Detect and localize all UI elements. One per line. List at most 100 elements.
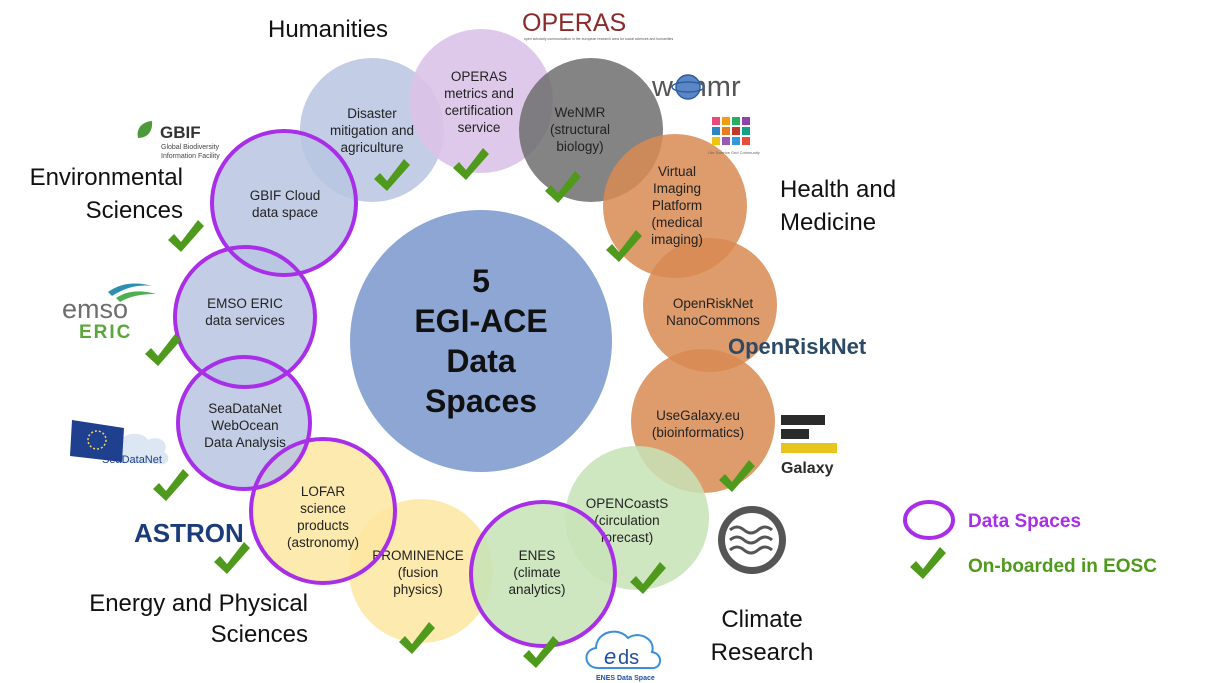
life-science-grid-logo: Life Science Grid Community (708, 117, 760, 155)
domain-health-1: Health and (780, 176, 896, 203)
galaxy-bar-3-icon (781, 443, 837, 453)
vip-label-4: (medical (651, 215, 702, 230)
domain-climate-2: Research (711, 639, 814, 666)
emso-wave2-icon (116, 291, 156, 302)
gbif-circle (212, 131, 356, 275)
opencoasts-label-3: forecast) (601, 530, 654, 545)
emso-wave-icon (108, 283, 152, 296)
emso-ring (173, 245, 317, 389)
astron-logo: ASTRON (134, 518, 244, 548)
lofar-label-3: products (297, 518, 349, 533)
domain-environmental-1: Environmental (30, 164, 183, 191)
disaster-label-3: agriculture (340, 140, 403, 155)
service-labels: Disaster mitigation and agriculture OPER… (204, 69, 760, 597)
operas-logo: OPERAS open scholarly communication in t… (522, 9, 673, 41)
enes-label-1: ENES (519, 548, 556, 563)
center-label: 5 EGI-ACE Data Spaces (414, 263, 547, 419)
openrisknet-label-2: NanoCommons (666, 313, 760, 328)
data-space-rings (173, 129, 617, 648)
emso-label-1: EMSO ERIC (207, 296, 283, 311)
domain-climate-1: Climate (721, 606, 802, 633)
galaxy-logo-text: Galaxy (781, 460, 834, 477)
center-line-3: Data (446, 343, 516, 379)
seadatanet-label-2: WebOcean (211, 418, 278, 433)
vip-label-5: imaging) (651, 232, 703, 247)
operas-logo-text: OPERAS (522, 9, 626, 37)
enes-circle (471, 502, 615, 646)
prominence-label-3: physics) (393, 582, 443, 597)
prominence-label-1: PROMINENCE (372, 548, 464, 563)
emso-logo: emso ERIC (62, 283, 156, 343)
seadatanet-logo-text: SeaDataNet (102, 454, 162, 466)
life-science-grid-text: Life Science Grid Community (708, 150, 760, 155)
seadatanet-label-3: Data Analysis (204, 435, 286, 450)
usegalaxy-label-2: (bioinformatics) (652, 425, 744, 440)
opencoasts-label-2: (circulation (594, 513, 659, 528)
domain-energy-1: Energy and Physical (89, 590, 308, 617)
operas-label-1: OPERAS (451, 69, 507, 84)
openrisknet-logo: OpenRiskNet (728, 334, 867, 359)
disaster-label-2: mitigation and (330, 123, 414, 138)
eds-logo-text: ds (618, 647, 639, 669)
eds-e-text: e (604, 644, 616, 669)
emso-label-2: data services (205, 313, 285, 328)
legend-data-spaces: Data Spaces (968, 511, 1081, 532)
vip-label-1: Virtual (658, 164, 696, 179)
center-line-4: Spaces (425, 383, 537, 419)
service-circles (175, 29, 777, 646)
seadatanet-logo: SeaDataNet (70, 420, 169, 466)
lofar-label-2: science (300, 501, 346, 516)
legend: Data Spaces On-boarded in EOSC (903, 500, 1157, 579)
enes-label-2: (climate (513, 565, 560, 580)
emso-check-icon (145, 334, 181, 366)
domain-environmental-2: Sciences (86, 197, 183, 224)
emso-circle (175, 247, 315, 387)
wenmr-logo: w -nmr (651, 71, 741, 103)
eds-logo-tagline: ENES Data Space (596, 675, 655, 682)
operas-label-3: certification (445, 103, 513, 118)
galaxy-logo: Galaxy (781, 415, 837, 477)
disaster-label-1: Disaster (347, 106, 397, 121)
vip-label-2: Imaging (653, 181, 701, 196)
wenmr-label-3: biology) (556, 139, 603, 154)
domain-energy-2: Sciences (211, 621, 308, 648)
domain-humanities: Humanities (268, 16, 388, 43)
center-circle (350, 210, 612, 472)
operas-circle (409, 29, 553, 173)
seadatanet-cloud-icon (109, 433, 169, 465)
openrisknet-circle (643, 238, 777, 372)
gbif-label-1: GBIF Cloud (250, 188, 321, 203)
opencoasts-label-1: OPENCoastS (586, 496, 669, 511)
center-line-1: 5 (472, 263, 490, 299)
legend-check-icon (910, 547, 946, 579)
globe-icon (675, 74, 701, 100)
operas-label-2: metrics and (444, 86, 514, 101)
eds-cloud-icon (585, 630, 661, 670)
operas-logo-tagline: open scholarly communication in the euro… (524, 37, 673, 41)
gbif-check-icon (168, 220, 204, 252)
legend-ring-icon (903, 500, 955, 540)
wenmr-label-1: WeNMR (555, 105, 606, 120)
vip-label-3: Platform (652, 198, 702, 213)
prominence-label-2: (fusion (398, 565, 439, 580)
eds-logo: e ds ENES Data Space (585, 630, 661, 682)
emso-logo-bottom: ERIC (79, 322, 132, 343)
gbif-tagline-2: Information Facility (161, 153, 220, 160)
lofar-label-1: LOFAR (301, 484, 346, 499)
lofar-label-4: (astronomy) (287, 535, 359, 550)
eu-flag-icon (70, 420, 124, 462)
enes-ring (469, 500, 617, 648)
legend-onboarded: On-boarded in EOSC (968, 556, 1157, 577)
gbif-logo: GBIF Global Biodiversity Information Fac… (137, 121, 220, 160)
usegalaxy-label-1: UseGalaxy.eu (656, 408, 740, 423)
openrisknet-label-1: OpenRiskNet (673, 296, 754, 311)
gbif-label-2: data space (252, 205, 318, 220)
seadatanet-ring (176, 355, 312, 491)
gbif-leaf-icon (137, 121, 153, 138)
gbif-ring (210, 129, 358, 277)
gbif-logo-text: GBIF (160, 123, 201, 142)
wenmr-label-2: (structural (550, 122, 610, 137)
domain-labels: Humanities Health and Medicine Environme… (30, 16, 897, 666)
opencoasts-logo-icon (718, 506, 786, 574)
